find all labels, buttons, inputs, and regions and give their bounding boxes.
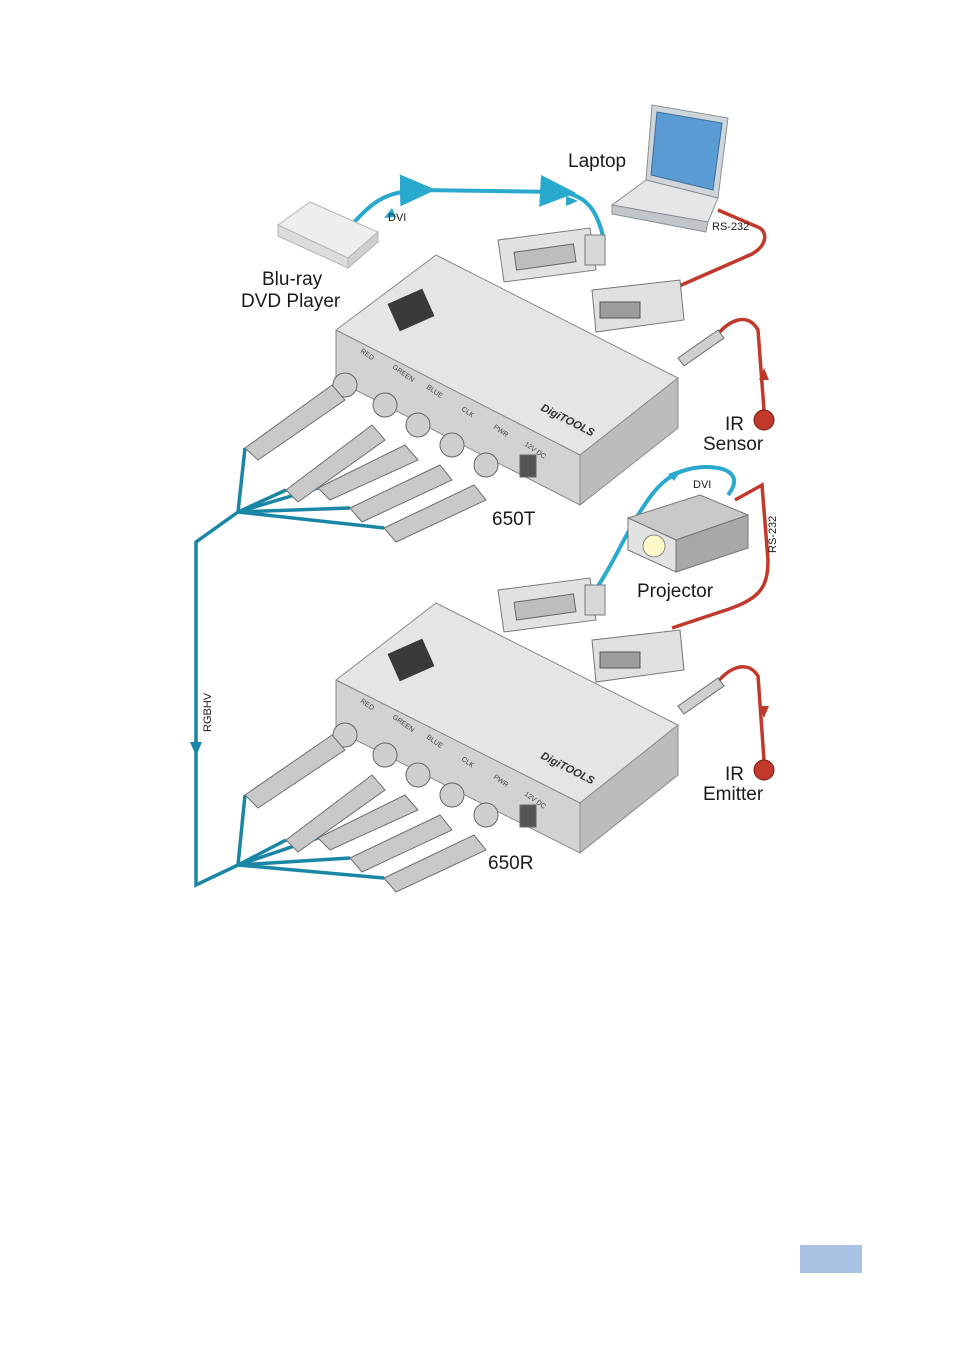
bluray-player-icon: [277, 201, 379, 270]
rs232-label-bottom: RS-232: [767, 516, 779, 553]
bnc-ports-650r: [332, 722, 537, 828]
receiver-650r-device: DigiTOOLS: [335, 602, 679, 855]
ir-plug-top-icon: [677, 329, 775, 431]
rs232-cable-bottom: [671, 482, 770, 630]
rgbhv-label: RGBHV: [202, 692, 214, 732]
bnc-cables-650r: [244, 734, 487, 893]
ir-sensor-label-line2: Sensor: [703, 434, 764, 455]
transmitter-650t-device: DigiTOOLS: [335, 254, 679, 507]
ir-emitter-label-line2: Emitter: [703, 784, 764, 805]
rs232-connector-bottom-icon: [591, 629, 685, 683]
bluray-label-line1: Blu-ray: [262, 269, 323, 290]
bluray-label-line2: DVD Player: [241, 291, 341, 312]
ir-plug-bottom-icon: [677, 677, 775, 781]
dvi-connector-top-icon: [497, 227, 606, 283]
projector-label: Projector: [637, 581, 714, 602]
projector-icon: [626, 494, 750, 573]
laptop-label: Laptop: [568, 151, 626, 172]
rs232-cable-top: [669, 208, 767, 292]
ir-emitter-label-line1: IR: [725, 764, 744, 785]
rs232-label-top: RS-232: [712, 221, 749, 233]
rgbhv-cable-bundle: [194, 447, 385, 888]
receiver-label: 650R: [488, 853, 533, 874]
laptop-icon: [610, 104, 729, 233]
dvi-cable-top: [343, 174, 606, 241]
ir-sensor-label-line1: IR: [725, 414, 744, 435]
bnc-ports-650t: [332, 372, 537, 478]
dvi-label-bottom: DVI: [693, 479, 711, 491]
transmitter-label: 650T: [492, 509, 536, 530]
page-number-box: [800, 1245, 862, 1273]
dvi-connector-bottom-icon: [497, 577, 606, 633]
dvi-cable-bottom: [596, 464, 736, 588]
dvi-label-top: DVI: [388, 212, 406, 224]
rs232-connector-top-icon: [591, 279, 685, 333]
bnc-cables-650t: [244, 384, 487, 543]
